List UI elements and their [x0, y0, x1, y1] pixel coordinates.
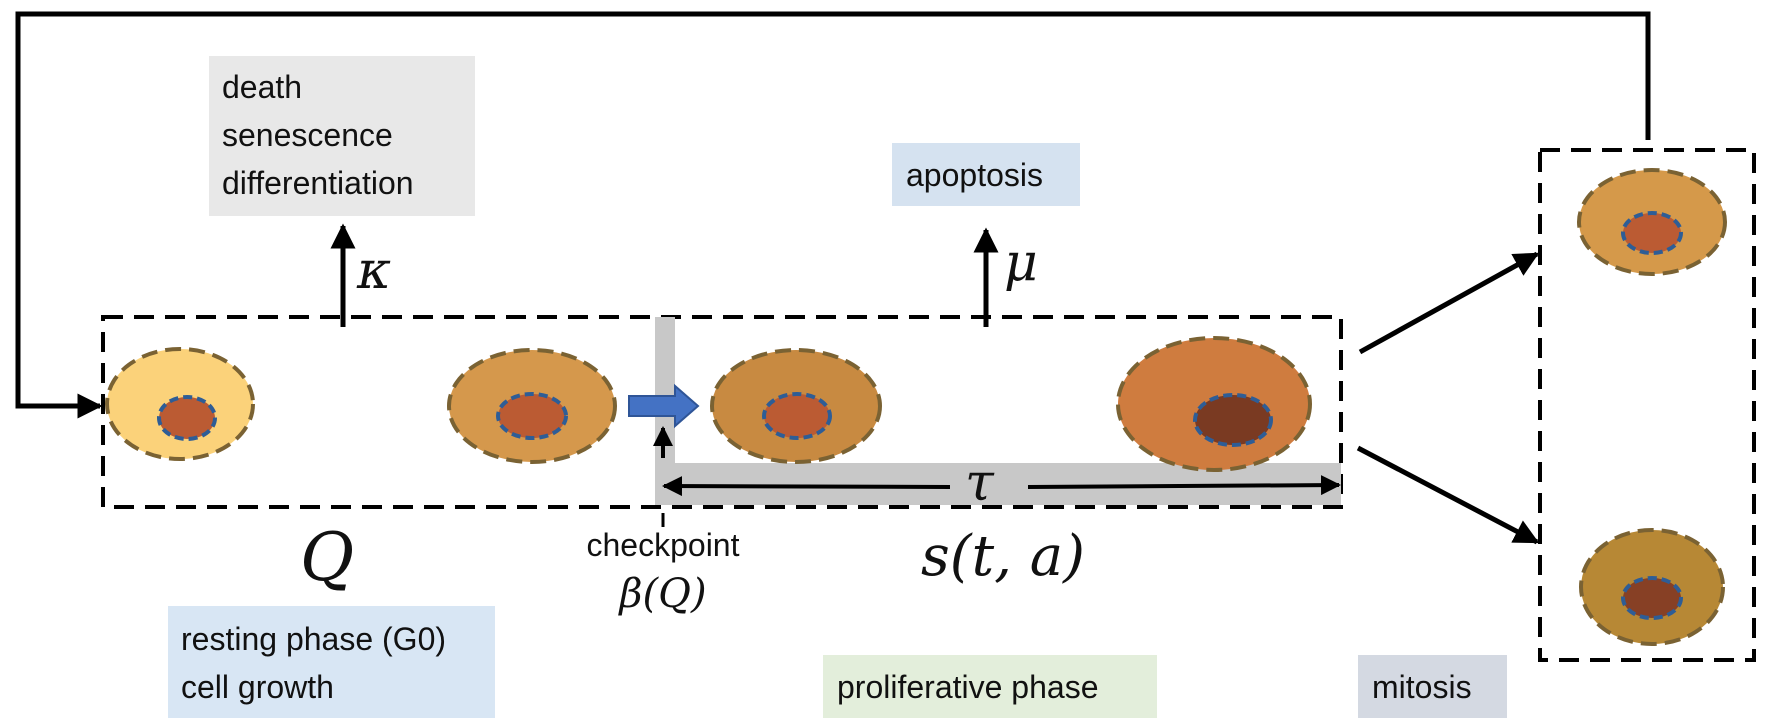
tau-symbol: τ: [965, 453, 995, 513]
mitosis-label: mitosis: [1372, 669, 1472, 705]
daughter-cell-top: [1577, 168, 1727, 276]
mu-symbol: μ: [1004, 233, 1038, 293]
daughter-cell-bottom: [1579, 528, 1725, 646]
fate-differentiation: differentiation: [222, 165, 414, 201]
checkpoint-label: checkpoint: [587, 527, 740, 563]
mitosis-region-boundary: [1538, 148, 1756, 662]
tau-arrow-left: [662, 476, 951, 497]
resting-phase-box: resting phase (G0) cell growth: [168, 606, 495, 718]
fate-senescence: senescence: [222, 117, 393, 153]
cell-growth-label: cell growth: [181, 669, 334, 705]
cell-proliferating-early: [710, 348, 882, 464]
tau-arrow-right: [1027, 475, 1341, 496]
transition-arrow: [628, 383, 700, 429]
cell-proliferating-late: [1116, 336, 1312, 472]
mitosis-box: mitosis: [1358, 655, 1507, 718]
cell-resting-grown: [447, 348, 617, 464]
resting-phase-label: resting phase (G0): [181, 621, 446, 657]
q-symbol: Q: [300, 519, 354, 596]
cell-fates-box: death senescence differentiation: [209, 56, 475, 216]
proliferative-phase-label: proliferative phase: [837, 669, 1098, 705]
proliferative-phase-box: proliferative phase: [823, 655, 1157, 718]
kappa-symbol: κ: [356, 241, 391, 301]
apoptosis-label: apoptosis: [906, 157, 1043, 193]
division-arrow-bottom: [1356, 445, 1540, 545]
feedback-loop-arrow: [15, 11, 1651, 419]
fate-death: death: [222, 69, 302, 105]
cell-resting-small: [105, 347, 255, 461]
apoptosis-box: apoptosis: [892, 143, 1080, 206]
s-ta-symbol: s(t, a): [921, 524, 1085, 589]
phase-region-boundary: [101, 315, 1343, 509]
division-arrow-top: [1358, 251, 1540, 355]
beta-q-symbol: β(Q): [617, 571, 706, 617]
